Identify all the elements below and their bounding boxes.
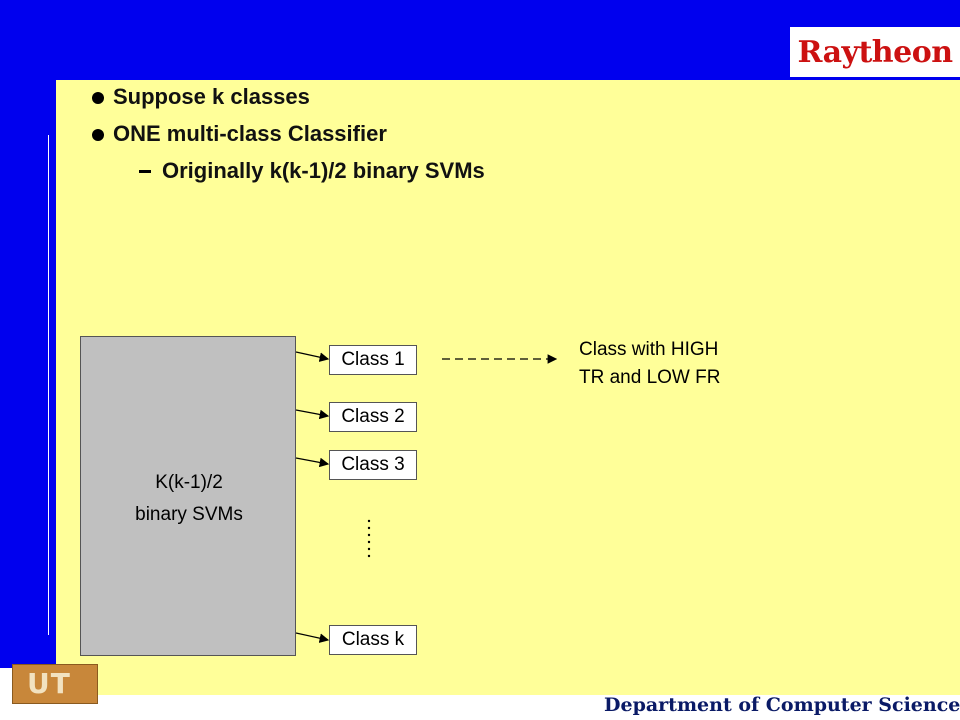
arrow-to-class-1 xyxy=(295,351,330,362)
department-name: Department of Computer Science xyxy=(604,694,960,716)
result-line-2: TR and LOW FR xyxy=(579,367,721,388)
bullet-one-multi-class-classifier: ONE multi-class Classifier xyxy=(113,121,387,146)
arrow-to-class-2 xyxy=(295,409,330,420)
class-2-box: Class 2 xyxy=(329,402,417,432)
ellipsis-dots xyxy=(367,519,371,558)
class-1-box: Class 1 xyxy=(329,345,417,375)
bullet-suppose-k-classes: Suppose k classes xyxy=(113,84,310,109)
ut-logo-text: UT xyxy=(27,667,71,700)
result-line-1: Class with HIGH xyxy=(579,339,719,360)
arrow-to-class-3 xyxy=(295,457,330,468)
svm-type-text: binary SVMs xyxy=(135,504,243,525)
left-frame-band xyxy=(0,0,56,668)
inner-frame-line xyxy=(48,135,58,635)
arrow-to-class-k xyxy=(295,632,330,643)
binary-svms-label: K(k-1)/2 binary SVMs xyxy=(81,467,297,531)
binary-svms-box: K(k-1)/2 binary SVMs xyxy=(80,336,296,656)
class-3-box: Class 3 xyxy=(329,450,417,480)
sub-bullet-originally: Originally k(k-1)/2 binary SVMs xyxy=(162,158,485,183)
bullet-dot-icon xyxy=(92,129,104,141)
raytheon-logo: Raytheon xyxy=(790,27,960,77)
class-k-box: Class k xyxy=(329,625,417,655)
result-label: Class with HIGH TR and LOW FR xyxy=(579,336,720,392)
svm-count-text: K(k-1)/2 xyxy=(155,472,223,493)
raytheon-logo-text: Raytheon xyxy=(797,34,953,70)
ut-logo: UT xyxy=(12,664,98,704)
bullet-dot-icon xyxy=(92,92,104,104)
sub-bullet-dash-icon xyxy=(139,170,151,173)
